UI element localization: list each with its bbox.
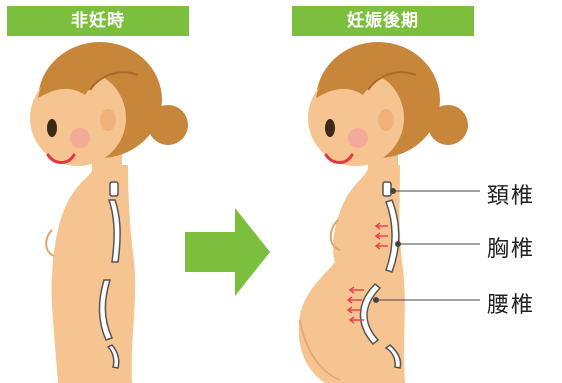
cervical-spine-label: 頚椎 xyxy=(487,178,535,210)
transition-arrow xyxy=(185,208,270,296)
thoracic-spine-label: 胸椎 xyxy=(487,231,535,263)
pregnant-figure xyxy=(299,42,480,383)
pregnant-eye xyxy=(325,119,335,137)
non-pregnant-figure xyxy=(30,42,188,383)
non-pregnant-eye xyxy=(47,119,57,137)
non-pregnant-body xyxy=(52,165,136,383)
non-pregnant-chest xyxy=(46,230,54,256)
non-pregnant-cheek xyxy=(70,128,90,148)
pregnant-cheek xyxy=(348,128,368,148)
lumbar-spine-label: 腰椎 xyxy=(487,287,535,319)
